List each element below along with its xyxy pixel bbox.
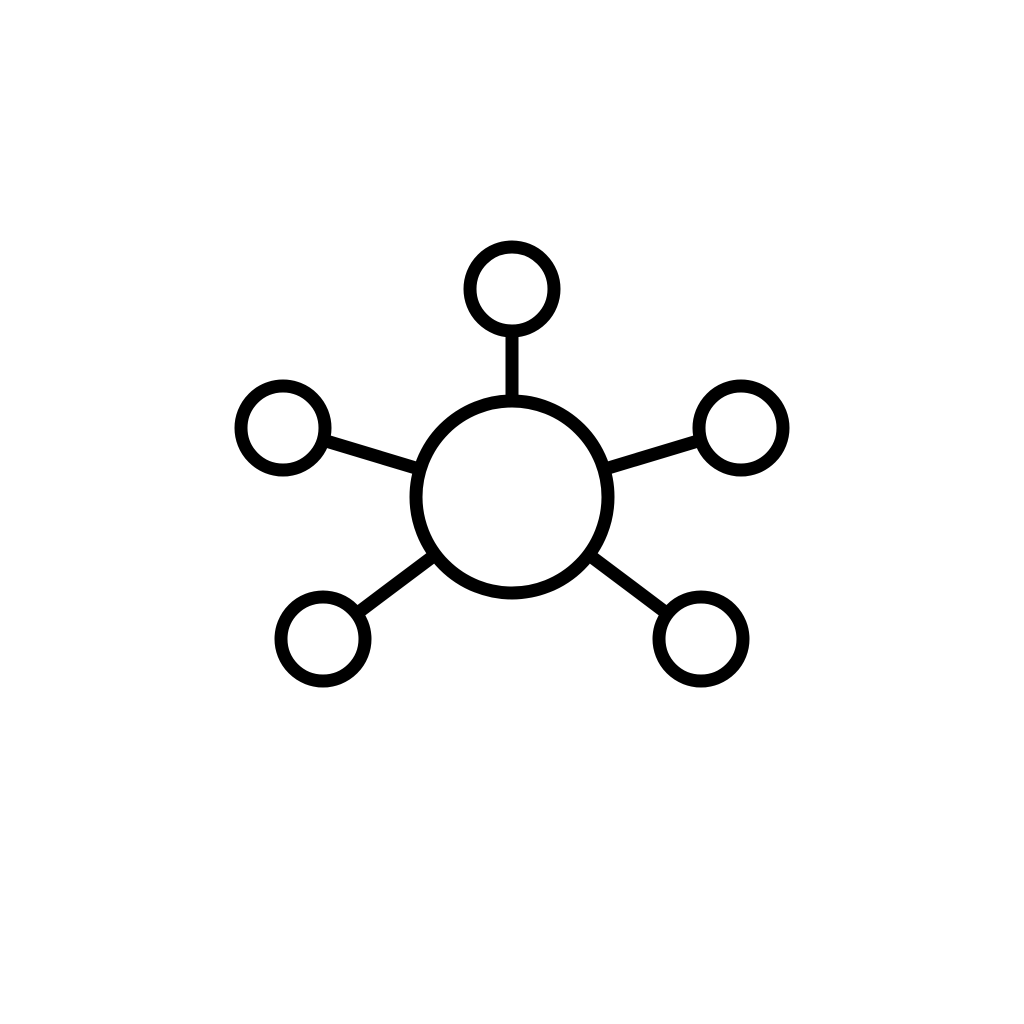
connector-line xyxy=(321,433,422,476)
hub-node xyxy=(409,394,615,600)
satellite-node-left xyxy=(234,379,332,477)
satellite-node-bottom-left xyxy=(274,590,372,688)
connector-line xyxy=(352,549,440,619)
connector-line xyxy=(584,549,672,619)
satellite-node-right xyxy=(692,379,790,477)
connector-line xyxy=(602,433,703,476)
satellite-node-top xyxy=(463,240,561,338)
satellite-node-bottom-right xyxy=(652,590,750,688)
